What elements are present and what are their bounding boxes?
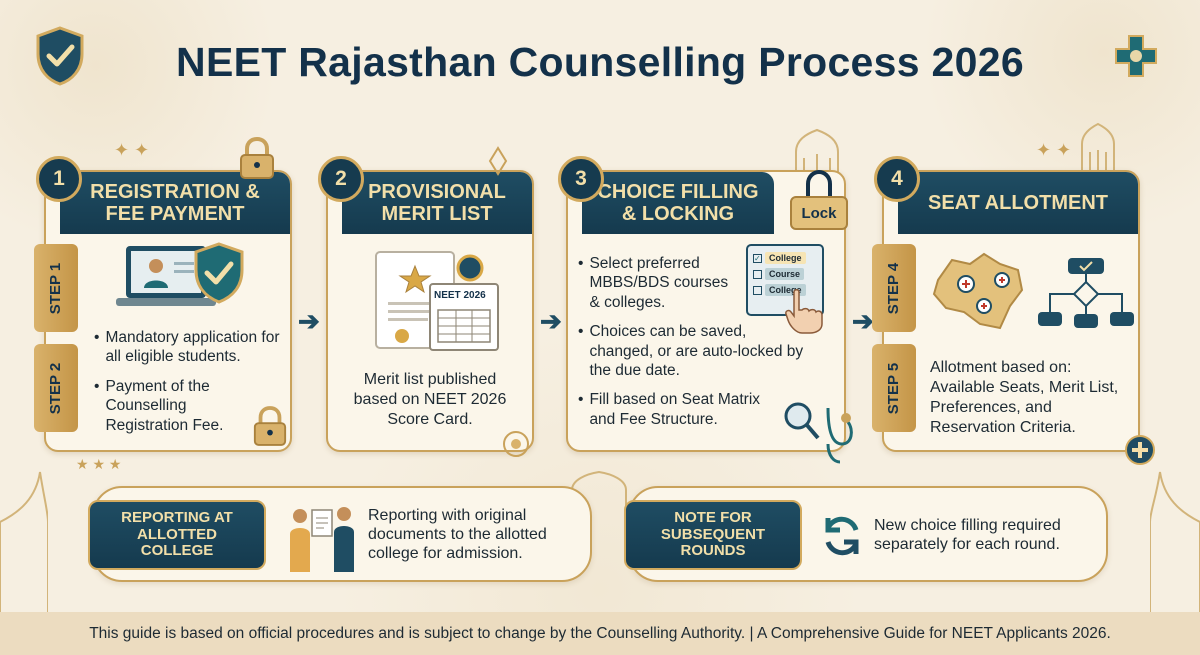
reporting-tag: Reporting at Allotted College <box>88 500 266 570</box>
step-card-title: Registration & Fee Payment <box>60 172 290 234</box>
palace-dome-icon <box>1150 471 1200 612</box>
laptop-user-icon <box>116 246 216 306</box>
reporting-text: Reporting with original documents to the… <box>368 507 547 563</box>
stars-icon: ★ ★ ★ <box>76 456 122 472</box>
step-card-seat-allotment: 4 Seat Allotment STEP 4 STEP 5 Allotment… <box>872 156 1155 465</box>
step-number-badge: 2 <box>318 156 364 202</box>
pointing-hand-icon <box>785 289 823 334</box>
lock-label: Lock <box>790 196 848 230</box>
step-label-ribbon: STEP 4 <box>872 244 916 332</box>
list-item: •Payment of the Counselling Registration… <box>94 377 224 434</box>
step-card-title: Provisional Merit List <box>342 172 532 234</box>
medical-cross-icon <box>1125 435 1155 465</box>
list-item: Course <box>753 268 817 280</box>
step-label-ribbon: STEP 2 <box>34 344 78 432</box>
header: NEET Rajasthan Counselling Process 2026 <box>0 22 1200 102</box>
ornament-icon <box>488 146 508 176</box>
flow-arrow-icon: ➔ <box>540 306 562 336</box>
note-tag: Note for Subsequent Rounds <box>624 500 802 570</box>
step-card-title: Seat Allotment <box>898 172 1138 234</box>
palace-dome-icon <box>0 471 48 612</box>
step-card-body: Allotment based on: Available Seats, Mer… <box>930 359 1119 436</box>
checkbox-icon <box>753 285 762 295</box>
flowchart-icon <box>1038 258 1134 328</box>
list-item: •Select preferred MBBS/BDS courses & col… <box>578 255 729 311</box>
ornament-icon <box>503 431 529 457</box>
medical-cross-icon <box>1115 35 1157 77</box>
step-label-ribbon: STEP 1 <box>34 244 78 332</box>
palace-dome-icon <box>795 128 839 172</box>
palace-dome-icon <box>1081 122 1115 170</box>
list-item: ✓ College <box>753 252 817 264</box>
footer-disclaimer: This guide is based on official procedur… <box>0 612 1200 655</box>
note-text: New choice filling required separately f… <box>874 517 1061 554</box>
step-card-registration: 1 Registration & Fee Payment STEP 1 STEP… <box>34 136 292 452</box>
page-title: NEET Rajasthan Counselling Process 2026 <box>176 38 1024 85</box>
note-panel: Note for Subsequent Rounds New choice fi… <box>624 486 1108 582</box>
padlock-icon <box>240 136 274 179</box>
step-card-choice-filling: 3 Choice Filling & Locking Lock •Select … <box>558 156 853 464</box>
document-handover-icon <box>290 507 354 572</box>
step-number-badge: 3 <box>558 156 604 202</box>
checkbox-icon <box>753 269 762 279</box>
list-item: •Mandatory application for all eligible … <box>94 329 280 366</box>
step-number-badge: 1 <box>36 156 82 202</box>
rajasthan-map-icon <box>932 252 1024 330</box>
step-card-merit-list: 2 Provisional Merit List NEET 2026 Merit… <box>318 146 534 457</box>
shield-check-icon <box>36 26 84 86</box>
reporting-panel: Reporting at Allotted College Reporting … <box>88 486 592 582</box>
refresh-cycle-icon <box>825 516 859 556</box>
step-card-title: Choice Filling & Locking <box>582 172 774 234</box>
step-card-body: Merit list published based on NEET 2026 … <box>353 371 507 428</box>
checkbox-checked-icon: ✓ <box>753 253 762 263</box>
sparkle-icon: ✦ ✦ <box>114 140 150 160</box>
padlock-icon <box>253 406 287 446</box>
lock-badge: Lock <box>790 170 848 232</box>
certificate-document-icon <box>375 251 499 351</box>
sparkle-icon: ✦ ✦ <box>1036 140 1072 160</box>
step-card-body: •Select preferred MBBS/BDS courses & col… <box>578 254 834 439</box>
list-item: •Fill based on Seat Matrix and Fee Struc… <box>578 391 761 428</box>
step-label-ribbon: STEP 5 <box>872 344 916 432</box>
document-label: NEET 2026 <box>434 290 486 301</box>
flow-arrow-icon: ➔ <box>852 306 874 336</box>
shield-check-icon <box>194 242 244 304</box>
flow-arrow-icon: ➔ <box>298 306 320 336</box>
step-number-badge: 4 <box>874 156 920 202</box>
padlock-icon <box>806 170 832 200</box>
palace-dome-icon <box>571 470 627 510</box>
list-item: •Choices can be saved, changed, or are a… <box>578 323 804 379</box>
step-card-body: •Mandatory application for all eligible … <box>94 328 280 445</box>
stethoscope-icon <box>784 402 853 464</box>
